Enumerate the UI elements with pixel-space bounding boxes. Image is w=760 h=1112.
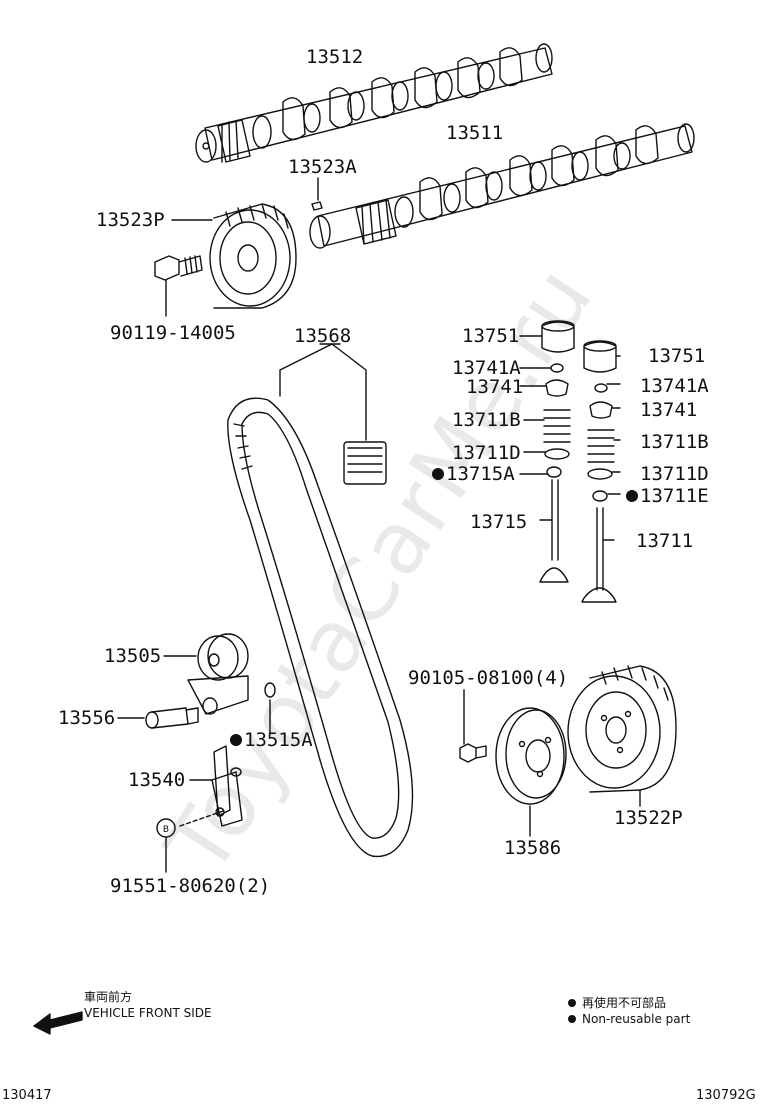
part-label-13505: 13505	[104, 645, 162, 667]
legend-dot-icon	[568, 1015, 576, 1023]
non-reusable-dot-icon	[432, 468, 444, 480]
part-label-13711D-left: 13711D	[452, 442, 521, 464]
crankshaft-pulley-13586	[495, 707, 567, 805]
camshaft-13512	[195, 43, 553, 163]
part-label-13568: 13568	[294, 325, 352, 347]
part-label-13515A: 13515A	[230, 730, 313, 750]
part-label-13711: 13711	[636, 530, 694, 552]
part-label-13586: 13586	[504, 837, 562, 859]
part-label-13741A-left: 13741A	[452, 357, 521, 379]
non-reusable-dot-icon	[230, 734, 242, 746]
part-label-13711B-left: 13711B	[452, 409, 521, 431]
key-13523A	[311, 201, 323, 211]
crankshaft-timing-gear-13522P	[567, 665, 677, 793]
part-label-13556: 13556	[58, 707, 116, 729]
timing-belt-13568	[227, 397, 414, 858]
part-label-13711E-text: 13711E	[640, 485, 709, 507]
part-label-13711B-right: 13711B	[640, 431, 709, 453]
legend-en: Non-reusable part	[568, 1012, 690, 1026]
svg-text:B: B	[163, 825, 169, 835]
part-label-13751-right: 13751	[648, 345, 706, 367]
part-label-13741-left: 13741	[466, 376, 524, 398]
bolt-90119	[154, 255, 203, 317]
part-label-13711D-right: 13711D	[640, 463, 709, 485]
part-label-13523P: 13523P	[96, 209, 165, 231]
part-label-13512: 13512	[306, 46, 364, 68]
part-label-13515A-text: 13515A	[244, 729, 313, 751]
bolt-90105	[459, 743, 487, 763]
camshaft-pulley-13523P	[209, 203, 297, 309]
vehicle-front-en: VEHICLE FRONT SIDE	[84, 1006, 212, 1020]
pin-13556	[145, 707, 199, 729]
part-label-13522P: 13522P	[614, 807, 683, 829]
part-label-13715A: 13715A	[432, 464, 515, 484]
part-label-13751-left: 13751	[462, 325, 520, 347]
camshaft-13511	[309, 123, 695, 249]
part-label-13711E: 13711E	[626, 486, 709, 506]
part-label-90105: 90105-08100(4)	[408, 667, 569, 689]
footer-right-code: 130792G	[696, 1088, 756, 1103]
legend-dot-icon	[568, 999, 576, 1007]
part-label-13741A-right: 13741A	[640, 375, 709, 397]
part-label-91551: 91551-80620(2)	[110, 875, 271, 897]
part-label-13741-right: 13741	[640, 399, 698, 421]
non-reusable-dot-icon	[626, 490, 638, 502]
vehicle-front-arrow-icon	[33, 1011, 83, 1035]
legend-jp-text: 再使用不可部品	[582, 996, 667, 1010]
footer-left-code: 130417	[2, 1088, 52, 1103]
washer-13515A	[264, 682, 276, 698]
vehicle-front-jp: 車両前方	[84, 990, 133, 1004]
part-label-13715: 13715	[470, 511, 528, 533]
part-label-13540: 13540	[128, 769, 186, 791]
legend-en-text: Non-reusable part	[582, 1012, 691, 1026]
part-label-90119: 90119-14005	[110, 322, 236, 344]
part-label-13523A: 13523A	[288, 156, 357, 178]
idler-pulley-13505	[187, 633, 249, 715]
valve-set-right	[581, 340, 617, 603]
part-label-13511: 13511	[446, 122, 504, 144]
tensioner-13540	[211, 745, 243, 827]
part-label-13715A-text: 13715A	[446, 463, 515, 485]
legend-jp: 再使用不可部品	[568, 994, 666, 1011]
